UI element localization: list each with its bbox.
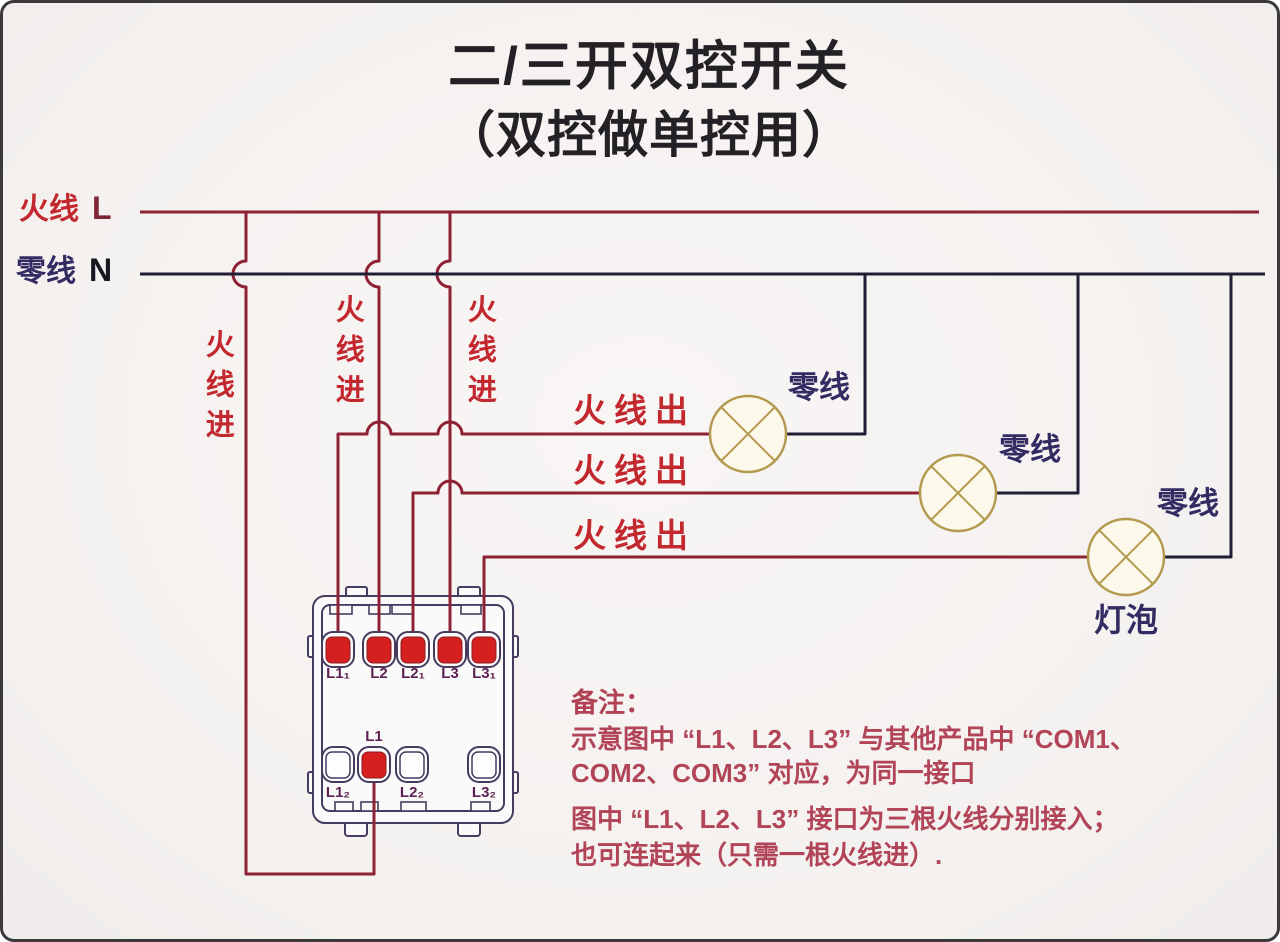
terminal-label-bottom-2: L2₂ (399, 784, 425, 801)
switch-inner-notch (400, 801, 427, 812)
live-feed-1-wire (231, 212, 376, 876)
notes-header: 备注： (571, 688, 652, 718)
live-feed-out-label-3: 火线出 (573, 517, 696, 554)
switch-inner-notch (329, 604, 353, 615)
terminal-top-1-contact (325, 636, 351, 664)
terminal-label-top-4: L3 (441, 665, 459, 682)
neutral-bus-letter: N (89, 252, 113, 288)
terminal-bottom-com-contact (361, 751, 387, 779)
live-bus-letter: L (92, 190, 112, 226)
circuit-svg (140, 210, 1265, 876)
bulb-label: 灯泡 (1093, 602, 1159, 638)
switch-inner-notch (360, 801, 379, 812)
live-bus-label: 火线 L (19, 190, 112, 226)
live-feed-out-label-2: 火线出 (573, 452, 696, 489)
terminal-label-bottom-3: L3₂ (471, 784, 497, 801)
neutral-bus-label: 零线 N (16, 252, 113, 288)
lamp-symbol-1 (708, 394, 788, 474)
notes-para1-line2: COM2、COM3” 对应，为同一接口 (571, 758, 976, 788)
lamp-2-neutral-wire (996, 275, 1080, 495)
terminal-label-bottom-1: L1₂ (325, 784, 351, 801)
terminal-label-top-5: L3₁ (472, 665, 496, 682)
terminal-label-top-1: L1₁ (326, 665, 350, 682)
terminal-top-3-contact (400, 636, 426, 664)
live-out-3-wire (482, 555, 1088, 648)
notes-para1-line1: 示意图中 “L1、L2、L3” 与其他产品中 “COM1、 (571, 724, 1136, 754)
diagram-title-line1: 二/三开双控开关 (448, 37, 850, 96)
terminal-label-bottom-com: L1 (365, 728, 383, 745)
live-bus-label-text: 火线 (19, 193, 79, 226)
switch-inner-notch (334, 801, 354, 812)
lamps (708, 394, 1166, 597)
terminal-top-5-contact (471, 636, 497, 664)
lamp-symbol-3 (1086, 517, 1166, 597)
lamp-symbol-2 (918, 453, 998, 533)
lamp-neutral-label-2: 零线 (999, 432, 1061, 467)
terminal-bottom-3-contact (471, 751, 497, 779)
lamp-neutral-label-3: 零线 (1157, 486, 1219, 521)
diagram-title-line2: （双控做单控用） (445, 107, 853, 163)
live-out-2-wire (411, 479, 920, 648)
live-feed-in-label-2: 火线进 (331, 294, 364, 414)
lamp-1-neutral-wire (786, 275, 867, 436)
live-out-1-wire (336, 420, 710, 648)
terminal-label-top-3: L2₁ (401, 665, 425, 682)
live-feed-in-label-1: 火线进 (201, 329, 234, 449)
terminal-top-4-contact (437, 636, 463, 664)
lamp-3-neutral-wire (1164, 275, 1233, 559)
live-feed-in-label-3: 火线进 (463, 294, 496, 414)
terminal-bottom-1-contact (325, 751, 351, 779)
switch-inner-notch (391, 604, 414, 615)
switch-inner-notch (460, 604, 482, 615)
notes-para2-line1: 图中 “L1、L2、L3” 接口为三根火线分别接入； (571, 804, 1119, 834)
lamp-neutral-label-1: 零线 (788, 370, 850, 405)
live-feed-out-label-1: 火线出 (573, 392, 696, 429)
terminal-bottom-2-contact (399, 751, 425, 779)
switch-inner-notch (470, 801, 491, 812)
notes-para2-line2: 也可连起来（只需一根火线进）. (571, 840, 943, 870)
switch-terminals (321, 631, 501, 783)
terminal-label-top-2: L2 (370, 665, 388, 682)
neutral-bus-label-text: 零线 (16, 255, 76, 288)
neutral-wires (140, 272, 1265, 559)
terminal-top-2-contact (366, 636, 392, 664)
